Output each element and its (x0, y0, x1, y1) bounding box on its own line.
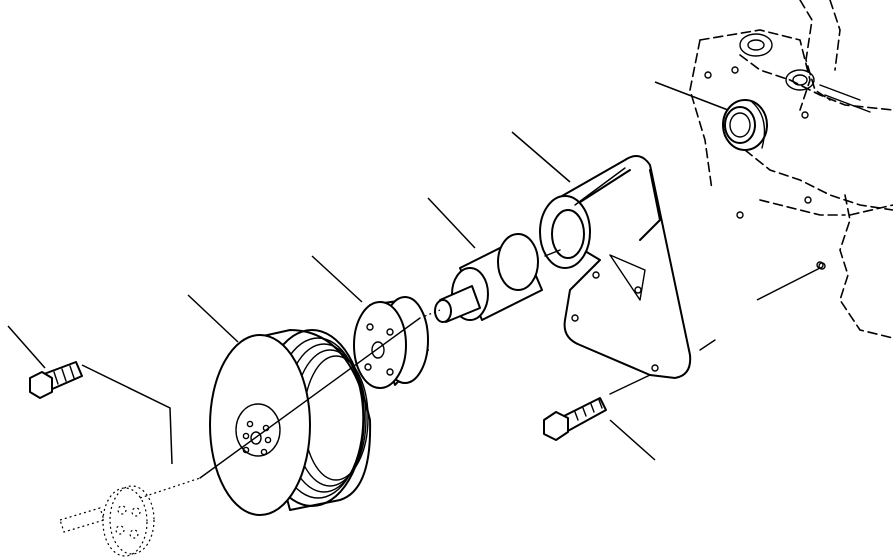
bracket-bolt (543, 374, 651, 441)
idler-pulley (209, 329, 372, 516)
engine-block-outline (689, 0, 893, 339)
bracket-line-pulley-bolt (81, 364, 173, 465)
center-axis-line (199, 317, 421, 479)
leader-oil-seal (654, 81, 729, 111)
leader-spacer (311, 255, 363, 303)
idler-shaft (419, 233, 543, 323)
spacer-hub (353, 296, 429, 389)
stud-line (756, 267, 821, 301)
pulley-plate-dotted (59, 477, 201, 557)
pulley-bolt (29, 361, 83, 399)
leader-idler-bracket (511, 131, 571, 183)
leader-shaft (427, 197, 476, 249)
oil-seal (722, 99, 768, 151)
idler-bracket (539, 155, 692, 379)
stud-hole (818, 262, 826, 270)
leader-bracket-bolt (609, 419, 656, 461)
center-axis-line-2 (544, 249, 561, 257)
center-axis-line-3 (699, 339, 716, 351)
leader-pulley-bolt (7, 325, 46, 369)
leader-pulley (187, 294, 239, 343)
